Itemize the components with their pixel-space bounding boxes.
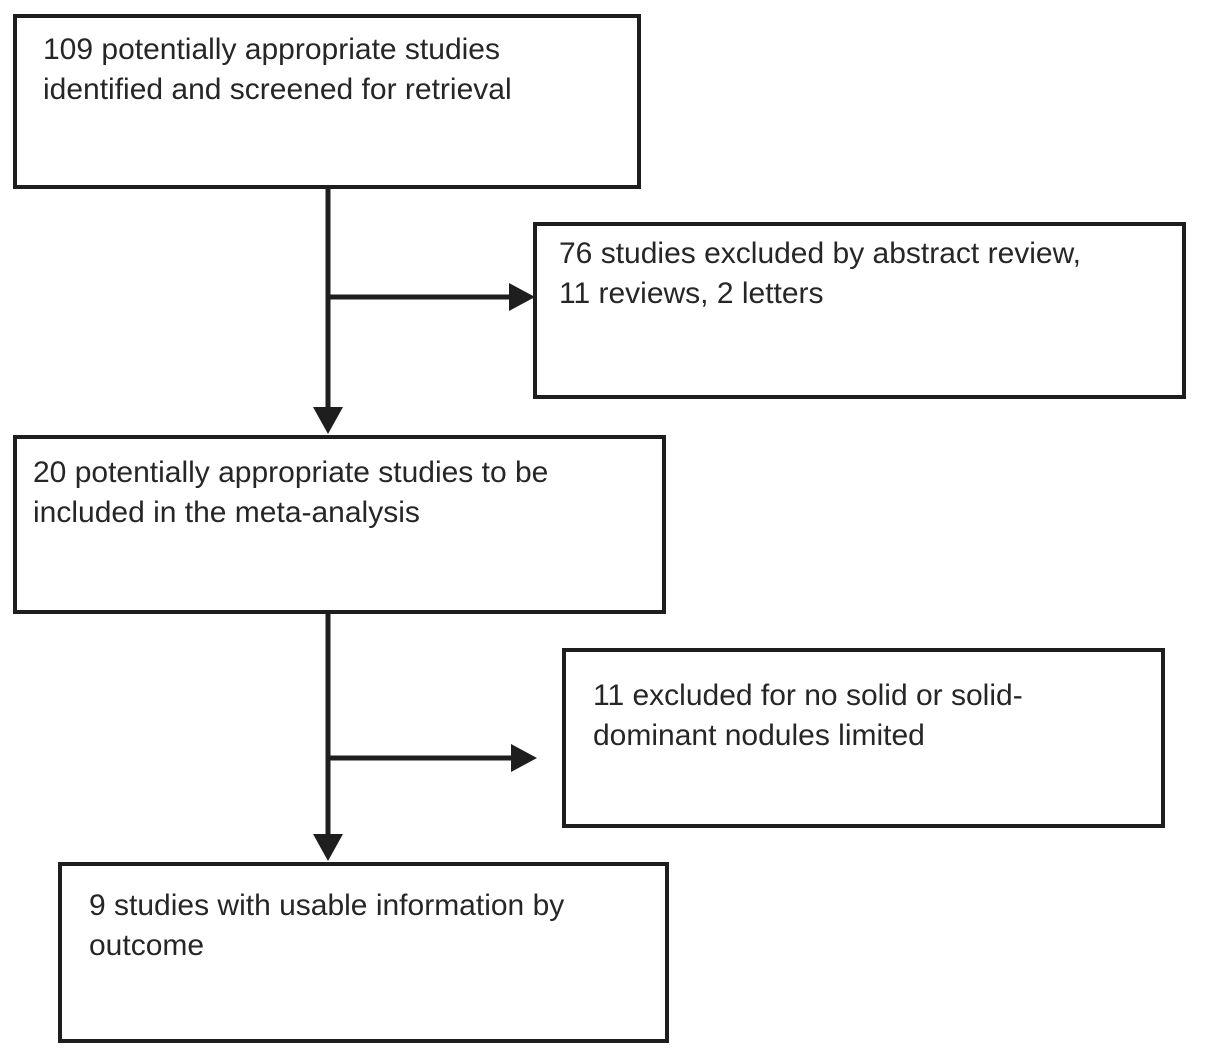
flow-box-excluded-nodules: 11 excluded for no solid or solid- domin…: [562, 648, 1165, 828]
arrow-meta-analysis-to-usable: [313, 611, 343, 861]
arrow-meta-analysis-to-excluded-nodules: [326, 744, 537, 772]
arrow-identified-to-meta-analysis: [313, 186, 343, 434]
arrow-identified-to-excluded-abstract: [326, 283, 535, 311]
flow-box-meta-analysis: 20 potentially appropriate studies to be…: [13, 435, 666, 614]
flow-box-meta-analysis-text: 20 potentially appropriate studies to be…: [33, 456, 549, 529]
flow-box-excluded-abstract-text: 76 studies excluded by abstract review, …: [559, 237, 1081, 310]
flow-box-identified: 109 potentially appropriate studies iden…: [13, 14, 641, 189]
flow-box-excluded-abstract: 76 studies excluded by abstract review, …: [533, 222, 1186, 399]
flow-box-usable-text: 9 studies with usable information by out…: [89, 889, 565, 962]
flow-box-usable: 9 studies with usable information by out…: [58, 862, 669, 1043]
flow-box-identified-text: 109 potentially appropriate studies iden…: [43, 33, 512, 106]
flow-box-excluded-nodules-text: 11 excluded for no solid or solid- domin…: [593, 679, 1023, 752]
